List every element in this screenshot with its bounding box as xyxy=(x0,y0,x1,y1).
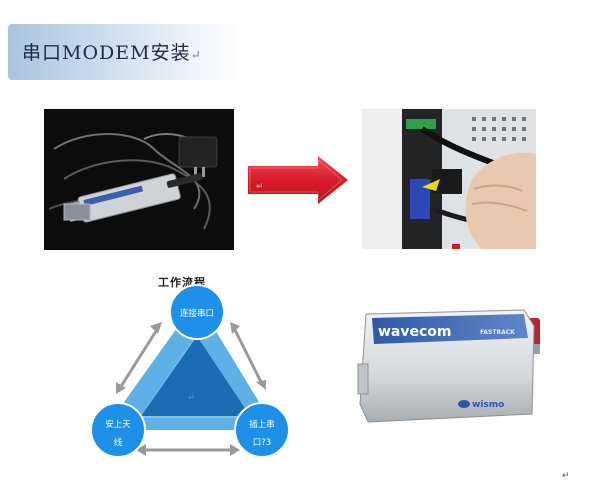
center-mark: ↵ xyxy=(188,393,195,402)
workflow-diagram: ↵ 连接串口 安上天 线 插上串 口?3 xyxy=(90,284,290,458)
platform-label: wismo xyxy=(472,400,504,410)
center-triangle xyxy=(141,336,250,416)
node-right-label-2: 口?3 xyxy=(253,438,271,448)
brand-label: wavecom xyxy=(378,324,452,340)
wavecom-fastrack-modem-photo: wavecom FASTRACK wismo xyxy=(356,304,546,428)
footer-paragraph-mark: ↵ xyxy=(562,471,570,481)
node-plug-serial xyxy=(234,402,290,458)
red-arrow: ↵ xyxy=(248,156,348,204)
page-title: 串口MODEM安装↵ xyxy=(22,42,202,64)
modem-with-cable-photo xyxy=(44,109,234,250)
node-top-label: 连接串口 xyxy=(180,308,214,319)
paragraph-mark: ↵ xyxy=(190,48,202,62)
cycle-arrows xyxy=(116,322,266,456)
node-right-label-1: 插上串 xyxy=(249,419,275,430)
node-connect-serial xyxy=(169,284,225,340)
node-left-label-2: 线 xyxy=(114,437,123,448)
node-install-antenna xyxy=(90,402,146,458)
node-left-label-1: 安上天 xyxy=(105,419,131,430)
pc-serial-connection-photo xyxy=(362,109,536,249)
title-banner xyxy=(8,24,240,80)
model-label: FASTRACK xyxy=(480,329,515,336)
arrow-mark: ↵ xyxy=(256,182,264,192)
